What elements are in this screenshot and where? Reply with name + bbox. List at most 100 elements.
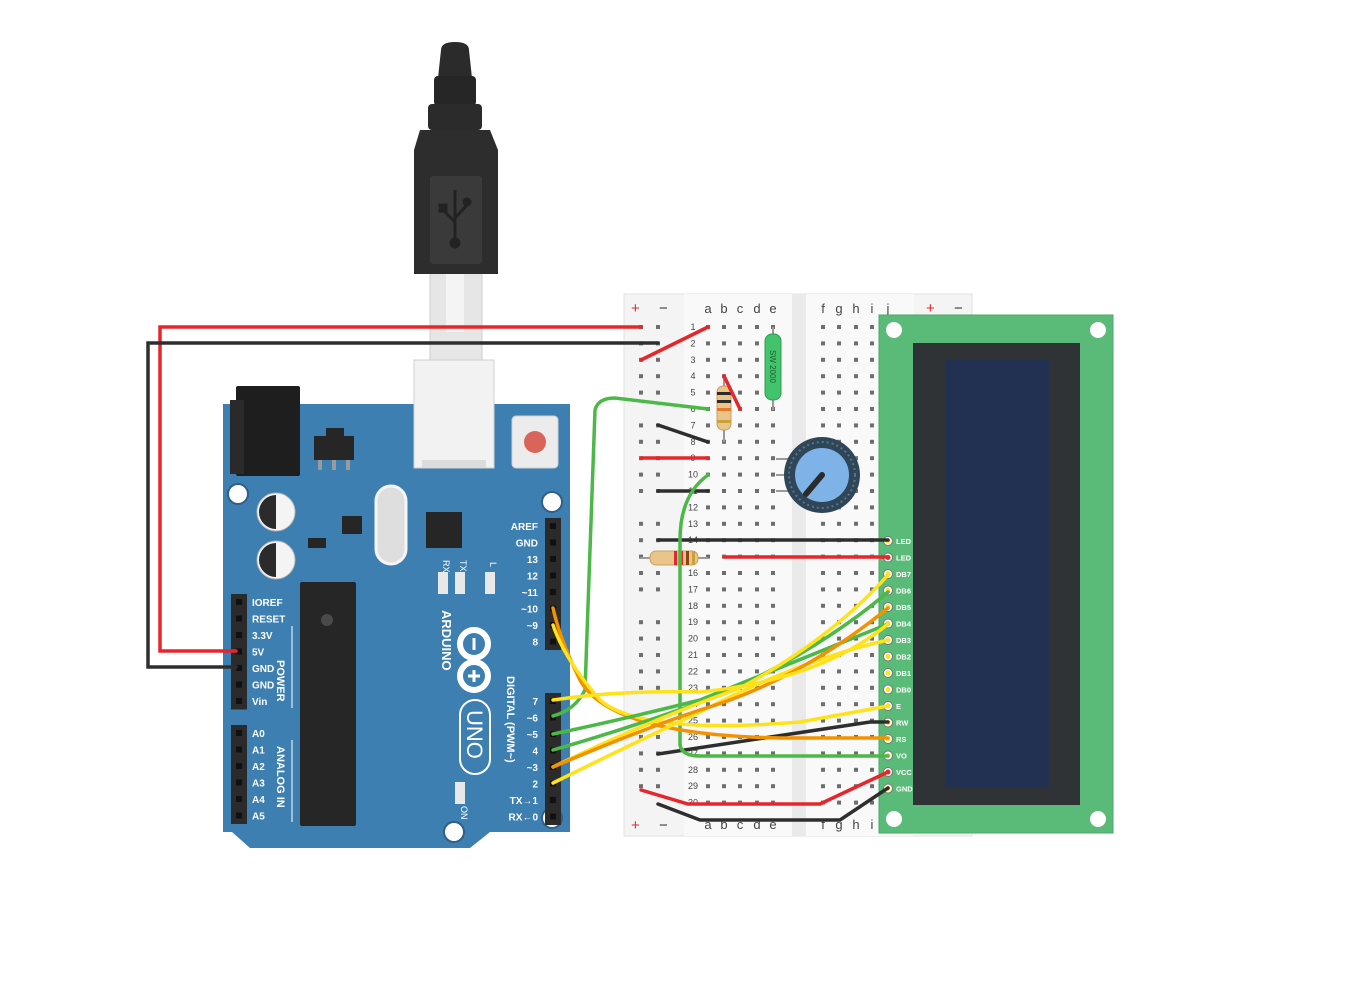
- breadboard-hole: [755, 423, 759, 428]
- wire-green: [551, 396, 710, 718]
- potentiometer[interactable]: [776, 437, 860, 513]
- breadboard-hole: [837, 751, 841, 756]
- breadboard-hole: [821, 603, 825, 608]
- header-pin[interactable]: [236, 681, 242, 688]
- row-number: 20: [688, 634, 698, 644]
- breadboard-hole: [738, 423, 742, 428]
- header-pin[interactable]: [236, 779, 242, 786]
- breadboard-hole: [837, 685, 841, 690]
- row-number: 23: [688, 683, 698, 693]
- breadboard-hole: [821, 390, 825, 395]
- header-pin[interactable]: [236, 615, 242, 622]
- header-pin[interactable]: [550, 638, 556, 645]
- breadboard-hole: [706, 587, 710, 592]
- rail-hole: [656, 325, 660, 329]
- header-pin[interactable]: [236, 698, 242, 704]
- wire-red: [158, 325, 643, 653]
- breadboard-hole: [854, 357, 858, 362]
- header-pin[interactable]: [236, 632, 242, 638]
- header-pin[interactable]: [236, 812, 242, 819]
- header-pin[interactable]: [550, 556, 556, 562]
- header-pin[interactable]: [236, 730, 242, 736]
- column-letter: e: [769, 301, 776, 316]
- row-number: 5: [690, 388, 695, 398]
- header-pin[interactable]: [550, 539, 556, 546]
- row-number: 10: [688, 470, 698, 480]
- header-pin[interactable]: [550, 572, 556, 579]
- breadboard-hole: [870, 390, 874, 395]
- header-pin[interactable]: [550, 797, 556, 803]
- column-letter: b: [720, 301, 727, 316]
- breadboard-hole: [706, 718, 710, 723]
- breadboard-hole: [738, 325, 742, 329]
- breadboard-hole: [854, 341, 858, 346]
- breadboard-hole: [870, 685, 874, 690]
- wire-red: [722, 374, 742, 411]
- breadboard-hole: [821, 341, 825, 346]
- breadboard-hole: [722, 653, 726, 657]
- breadboard-hole: [821, 357, 825, 362]
- on-led-label: ON: [459, 806, 469, 820]
- tx-led-label: TX: [458, 560, 468, 572]
- breadboard-hole: [837, 603, 841, 608]
- breadboard-hole: [755, 784, 759, 789]
- rail-hole: [656, 587, 660, 592]
- column-letter: f: [821, 301, 825, 316]
- lcd-pin-label: DB1: [896, 669, 911, 678]
- breadboard-hole: [821, 325, 825, 329]
- breadboard-hole: [837, 784, 841, 789]
- breadboard-hole: [706, 521, 710, 526]
- breadboard-hole: [706, 685, 710, 690]
- lcd-pin-label: RS: [896, 735, 906, 744]
- usb-cable: [414, 42, 498, 365]
- lcd-pin-label: LED: [896, 554, 912, 563]
- header-pin[interactable]: [236, 599, 242, 605]
- column-letter: g: [835, 817, 842, 832]
- resistor-vertical: [716, 376, 732, 442]
- breadboard-hole: [706, 636, 710, 641]
- header-pin[interactable]: [236, 648, 242, 655]
- header-pin[interactable]: [550, 589, 556, 595]
- row-number: 27: [688, 748, 698, 758]
- breadboard-hole: [722, 472, 726, 477]
- pin-label: Vin: [252, 697, 267, 708]
- reed-switch: SW 2000: [764, 327, 782, 410]
- row-number: 1: [690, 322, 695, 332]
- wire-black: [656, 786, 890, 822]
- breadboard-hole: [837, 767, 841, 772]
- breadboard-hole: [771, 571, 775, 575]
- rail-hole: [639, 472, 643, 477]
- header-pin[interactable]: [550, 523, 556, 529]
- breadboard-hole: [854, 571, 858, 575]
- header-pin[interactable]: [236, 746, 242, 753]
- header-pin[interactable]: [236, 665, 242, 671]
- column-letter: j: [886, 301, 890, 316]
- wire-red: [639, 770, 890, 806]
- pin-label: 4: [532, 747, 538, 758]
- rail-minus-label-bottom-left: −: [659, 817, 668, 834]
- header-pin[interactable]: [236, 796, 242, 802]
- lcd-16x2: LEDLEDDB7DB6DB5DB4DB3DB2DB1DB0ERWRSVOVCC…: [878, 314, 1114, 834]
- breadboard-hole: [755, 374, 759, 379]
- breadboard-hole: [722, 357, 726, 362]
- rail-hole: [639, 521, 643, 526]
- reset-button-cap[interactable]: [524, 431, 546, 453]
- lcd-screen: [945, 360, 1049, 788]
- rail-hole: [639, 489, 643, 493]
- row-number: 26: [688, 732, 698, 742]
- breadboard-hole: [837, 423, 841, 428]
- breadboard-hole: [837, 374, 841, 379]
- column-letter: e: [769, 817, 776, 832]
- rail-hole: [656, 767, 660, 772]
- wire-black: [656, 423, 710, 444]
- breadboard-hole: [771, 702, 775, 707]
- header-pin[interactable]: [236, 763, 242, 769]
- resistor-horizontal: [640, 550, 708, 566]
- header-pin[interactable]: [550, 813, 556, 820]
- pin-label: 2: [532, 780, 538, 791]
- column-letter: d: [753, 817, 760, 832]
- breadboard-hole: [854, 505, 858, 510]
- row-number: 13: [688, 519, 698, 529]
- breadboard-hole: [738, 636, 742, 641]
